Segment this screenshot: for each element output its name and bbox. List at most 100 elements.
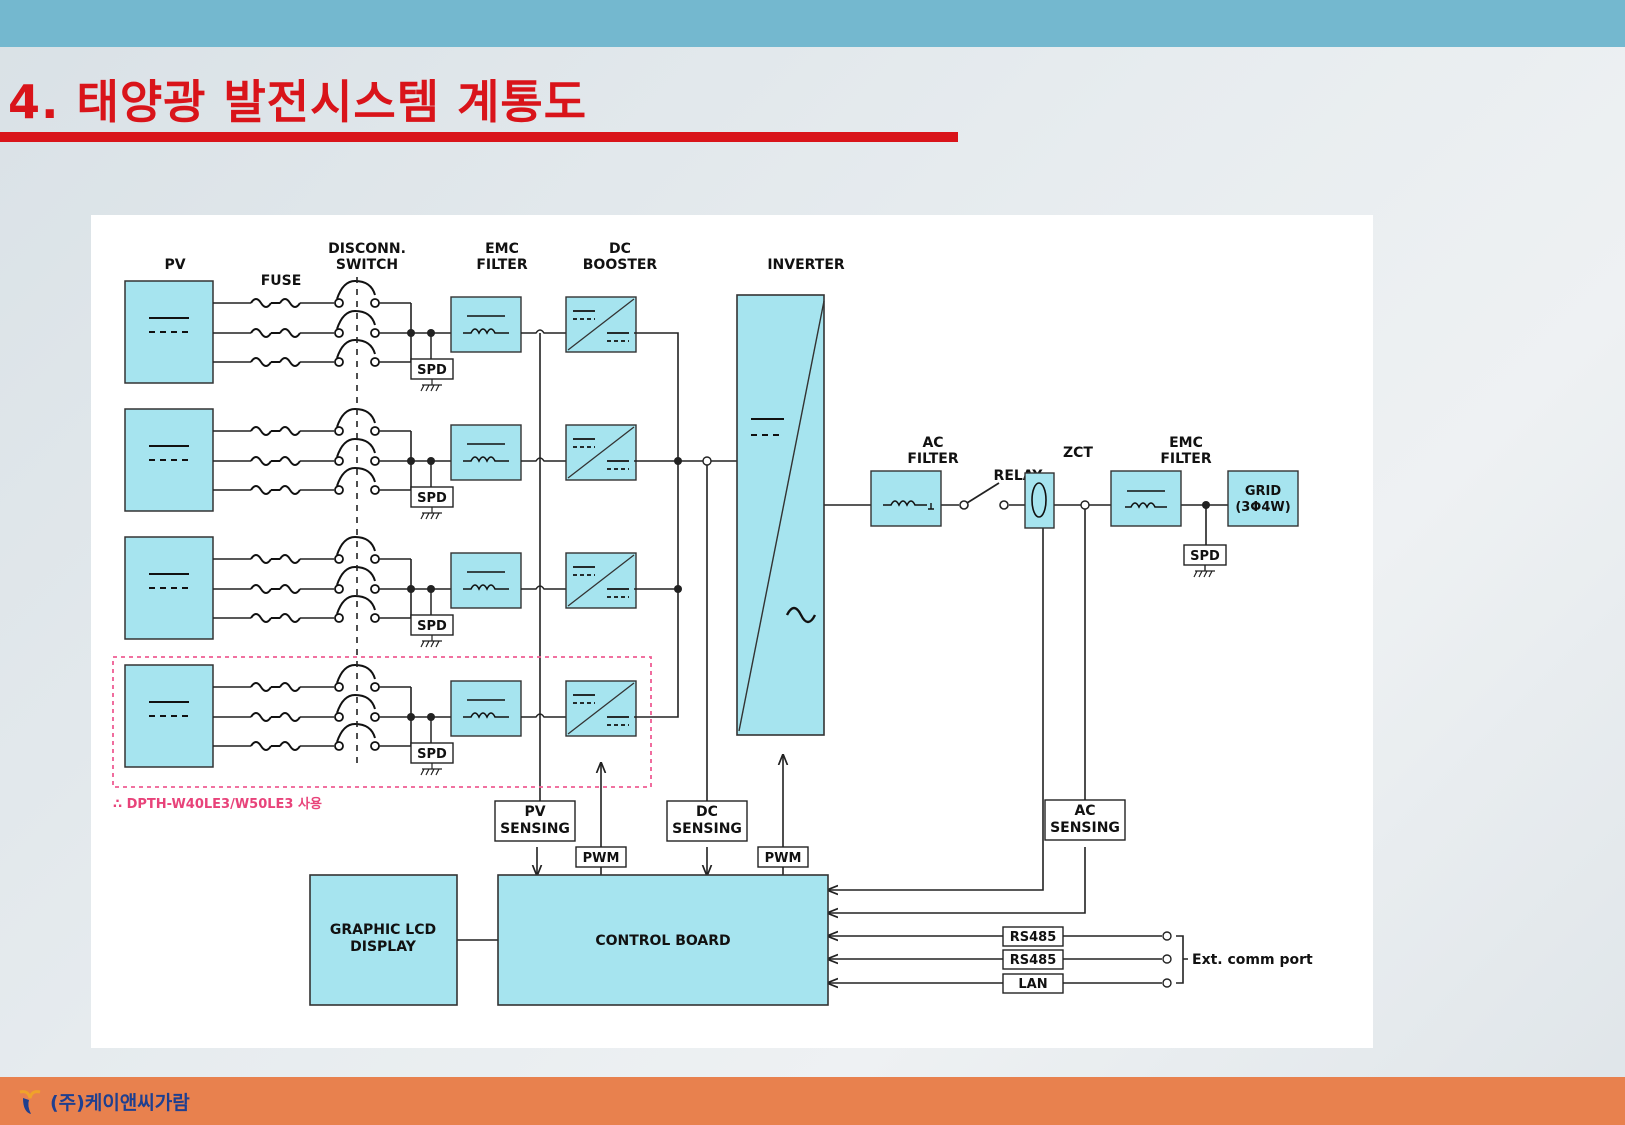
control-board-block: CONTROL BOARD [497, 874, 829, 1006]
fuse-symbol [250, 613, 301, 623]
switch-arc [336, 535, 376, 556]
switch-contact [334, 554, 344, 564]
page-title: 4. 태양광 발전시스템 계통도 [8, 75, 588, 129]
spd-label: SPD [417, 491, 447, 506]
ext-port-3 [1162, 978, 1172, 988]
booster-diagonal [567, 426, 635, 479]
pv-string-row: SPD [124, 535, 637, 648]
switch-contact [370, 328, 380, 338]
switch-contact [334, 328, 344, 338]
label-inverter: INVERTER [767, 257, 845, 273]
label-zct: ZCT [1063, 445, 1093, 461]
switch-contact [370, 298, 380, 308]
switch-contact [334, 456, 344, 466]
spd-label: SPD [417, 747, 447, 762]
emc-filter-coil [463, 584, 509, 591]
ac-spd: SPD [1183, 544, 1227, 578]
relay-switch [959, 482, 1009, 510]
ac-spd-label: SPD [1190, 549, 1220, 564]
emc-filter-block [450, 424, 522, 481]
switch-contact [370, 485, 380, 495]
emc-filter-coil [463, 712, 509, 719]
spd-label: SPD [417, 619, 447, 634]
switch-arc [336, 338, 376, 359]
switch-contact [370, 613, 380, 623]
pwm-label-2: PWM [765, 851, 802, 866]
grid-block: GRID(3Φ4W) [1227, 470, 1299, 527]
fuse-symbol [250, 712, 301, 722]
lan-label: LAN [1018, 977, 1047, 992]
fuse-symbol [250, 298, 301, 308]
pv-panel [124, 280, 214, 384]
switch-arc [336, 565, 376, 586]
switch-contact [334, 712, 344, 722]
filter-booster-wire [521, 329, 566, 334]
fuse-symbol [250, 584, 301, 594]
lan-box: LAN [1002, 973, 1064, 994]
pv-panel [124, 536, 214, 640]
ext-port-1 [1162, 931, 1172, 941]
inverter-block [736, 294, 825, 736]
fuse-symbol [250, 328, 301, 338]
pv-string-row: SPD [124, 279, 637, 392]
switch-arc [336, 663, 376, 684]
pwm-label-1: PWM [583, 851, 620, 866]
filter-booster-wire [521, 585, 566, 590]
ground-symbol [420, 507, 442, 520]
label-pv: PV [164, 257, 185, 273]
fuse-symbol [250, 485, 301, 495]
switch-contact [334, 298, 344, 308]
rs485-box-2: RS485 [1002, 949, 1064, 970]
pv-strings: SPD SPD SPD SPD [124, 277, 637, 776]
switch-contact [370, 741, 380, 751]
bus-junction [674, 457, 682, 465]
emc-filter-coil [463, 328, 509, 335]
switch-arc [336, 279, 376, 300]
booster-diagonal [567, 682, 635, 735]
ext-port-2 [1162, 954, 1172, 964]
switch-arc [336, 437, 376, 458]
pwm-box-booster: PWM [575, 846, 627, 868]
booster-diagonal [567, 554, 635, 607]
footer-band [0, 1077, 1625, 1125]
rs485-label-1: RS485 [1010, 930, 1057, 945]
header-band [0, 0, 1625, 47]
ground-symbol [420, 635, 442, 648]
switch-contact [370, 712, 380, 722]
model-highlight-box [112, 656, 652, 788]
switch-contact [370, 584, 380, 594]
model-annotation: ∴ DPTH-W40LE3/W50LE3 사용 [113, 796, 322, 812]
spd-label: SPD [417, 363, 447, 378]
emc-filter-coil [463, 456, 509, 463]
switch-contact [334, 741, 344, 751]
emc-filter-block [450, 680, 522, 737]
switch-arc [336, 722, 376, 743]
comm-ext-lines [1063, 935, 1162, 984]
company-logo-icon [19, 1090, 41, 1114]
rs485-box-1: RS485 [1002, 926, 1064, 947]
ac-filter-block [870, 470, 942, 527]
ac-emc-filter-block [1110, 470, 1182, 527]
filter-booster-wire [521, 457, 566, 462]
ac-sense-tap [1080, 500, 1090, 510]
switch-contact [370, 426, 380, 436]
pv-panel [124, 408, 214, 512]
ext-bracket [1176, 935, 1188, 984]
switch-contact [334, 682, 344, 692]
combiner-junction [407, 329, 415, 337]
rs485-label-2: RS485 [1010, 953, 1057, 968]
ac-sensing-to-board [828, 847, 1086, 913]
fuse-symbol [250, 456, 301, 466]
fuse-symbol [250, 554, 301, 564]
pwm-box-inverter: PWM [757, 846, 809, 868]
dc-sense-tap [702, 456, 712, 466]
switch-contact [334, 485, 344, 495]
